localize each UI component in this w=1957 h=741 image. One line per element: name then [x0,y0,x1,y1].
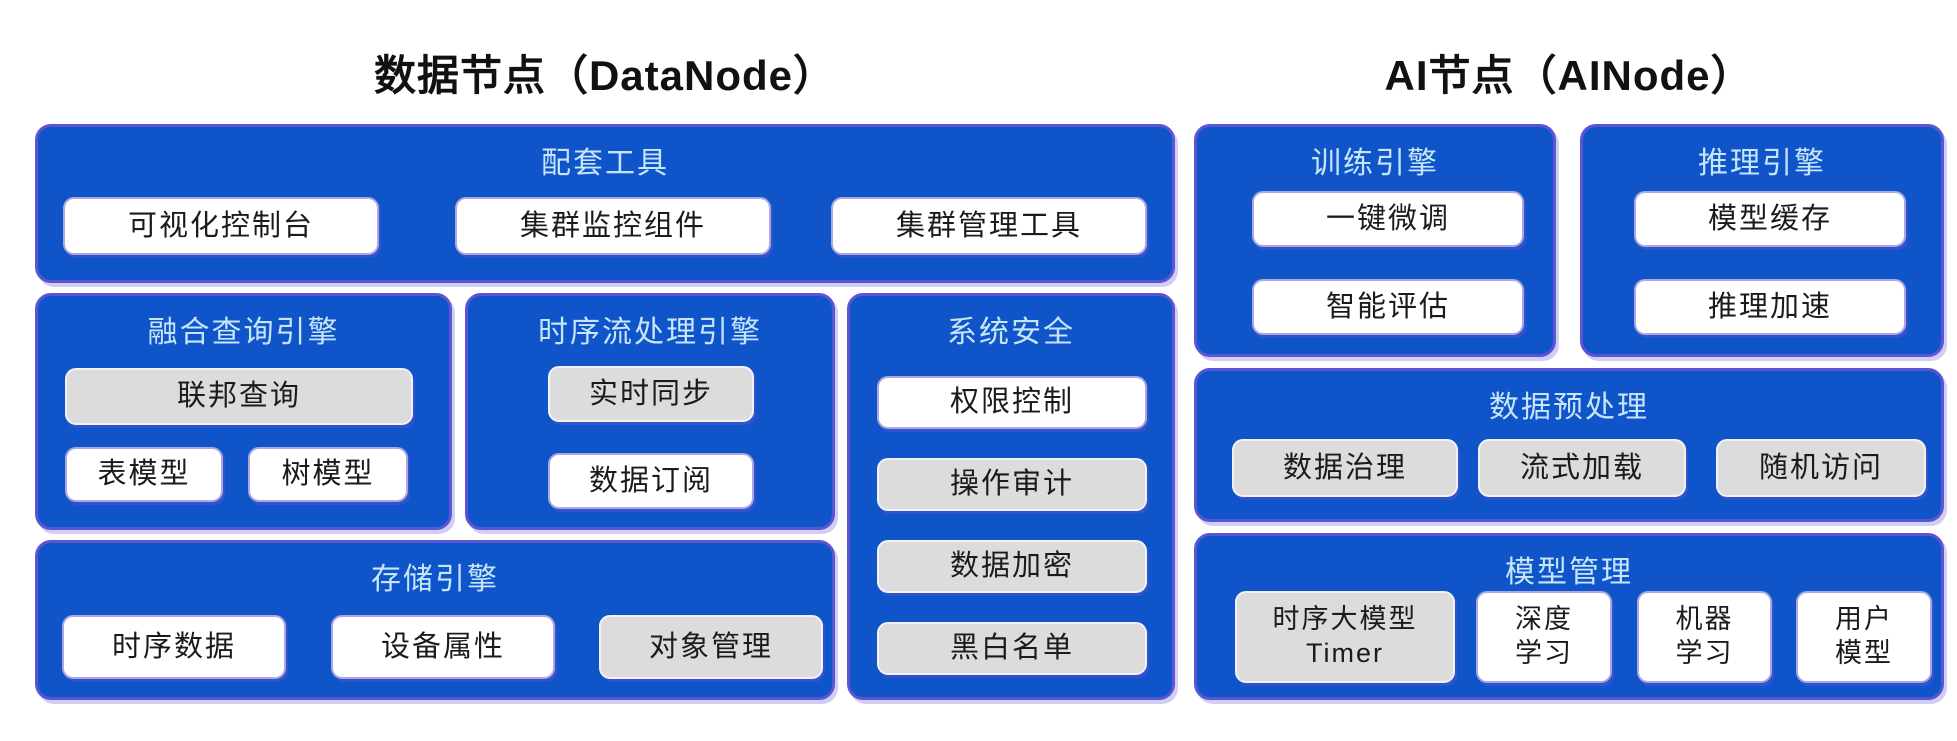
item-machine-learning: 机器 学习 [1637,591,1772,683]
item-inference-acceleration: 推理加速 [1634,279,1906,335]
panel-model-management: 模型管理 时序大模型 Timer 深度 学习 机器 学习 用户 模型 [1194,533,1944,700]
item-timeseries-llm-timer: 时序大模型 Timer [1235,591,1455,683]
item-access-control: 权限控制 [877,376,1147,429]
panel-inference-engine-title: 推理引擎 [1698,147,1826,180]
item-black-white-list: 黑白名单 [877,622,1147,675]
item-model-cache: 模型缓存 [1634,191,1906,247]
item-data-subscription: 数据订阅 [548,453,754,509]
item-one-click-finetune: 一键微调 [1252,191,1524,247]
panel-fusion-query-engine-title: 融合查询引擎 [147,316,340,349]
item-operation-audit: 操作审计 [877,458,1147,511]
item-random-access: 随机访问 [1716,439,1926,497]
panel-storage-engine-title: 存储引擎 [371,563,499,596]
panel-model-management-title: 模型管理 [1505,556,1633,589]
panel-storage-engine: 存储引擎 时序数据 设备属性 对象管理 [35,540,835,700]
item-intelligent-evaluation: 智能评估 [1252,279,1524,335]
panel-training-engine-title: 训练引擎 [1311,147,1439,180]
panel-stream-processing-engine: 时序流处理引擎 实时同步 数据订阅 [465,293,835,530]
item-user-model: 用户 模型 [1796,591,1932,683]
item-object-management: 对象管理 [599,615,823,679]
panel-inference-engine: 推理引擎 模型缓存 推理加速 [1580,124,1944,357]
panel-fusion-query-engine: 融合查询引擎 联邦查询 表模型 树模型 [35,293,452,530]
item-cluster-monitor: 集群监控组件 [455,197,771,255]
item-data-encryption: 数据加密 [877,540,1147,593]
panel-system-security-title: 系统安全 [947,316,1075,349]
item-tree-model: 树模型 [248,447,408,502]
panel-data-preprocessing-title: 数据预处理 [1489,391,1649,424]
item-cluster-manager: 集群管理工具 [831,197,1147,255]
item-timeseries-data: 时序数据 [62,615,286,679]
item-deep-learning: 深度 学习 [1476,591,1612,683]
item-realtime-sync: 实时同步 [548,366,754,422]
item-data-governance: 数据治理 [1232,439,1458,497]
panel-system-security: 系统安全 权限控制 操作审计 数据加密 黑白名单 [847,293,1175,700]
item-device-attributes: 设备属性 [331,615,555,679]
panel-data-preprocessing: 数据预处理 数据治理 流式加载 随机访问 [1194,368,1944,522]
panel-training-engine: 训练引擎 一键微调 智能评估 [1194,124,1556,357]
item-federated-query: 联邦查询 [65,368,413,425]
panel-companion-tools: 配套工具 可视化控制台 集群监控组件 集群管理工具 [35,124,1175,283]
item-table-model: 表模型 [65,447,223,502]
panel-companion-tools-title: 配套工具 [541,147,669,180]
item-streaming-load: 流式加载 [1478,439,1686,497]
datanode-group-title: 数据节点（DataNode） [373,52,837,99]
ainode-group-title: AI节点（AINode） [1384,52,1754,99]
item-visual-console: 可视化控制台 [63,197,379,255]
panel-stream-processing-engine-title: 时序流处理引擎 [538,316,762,349]
